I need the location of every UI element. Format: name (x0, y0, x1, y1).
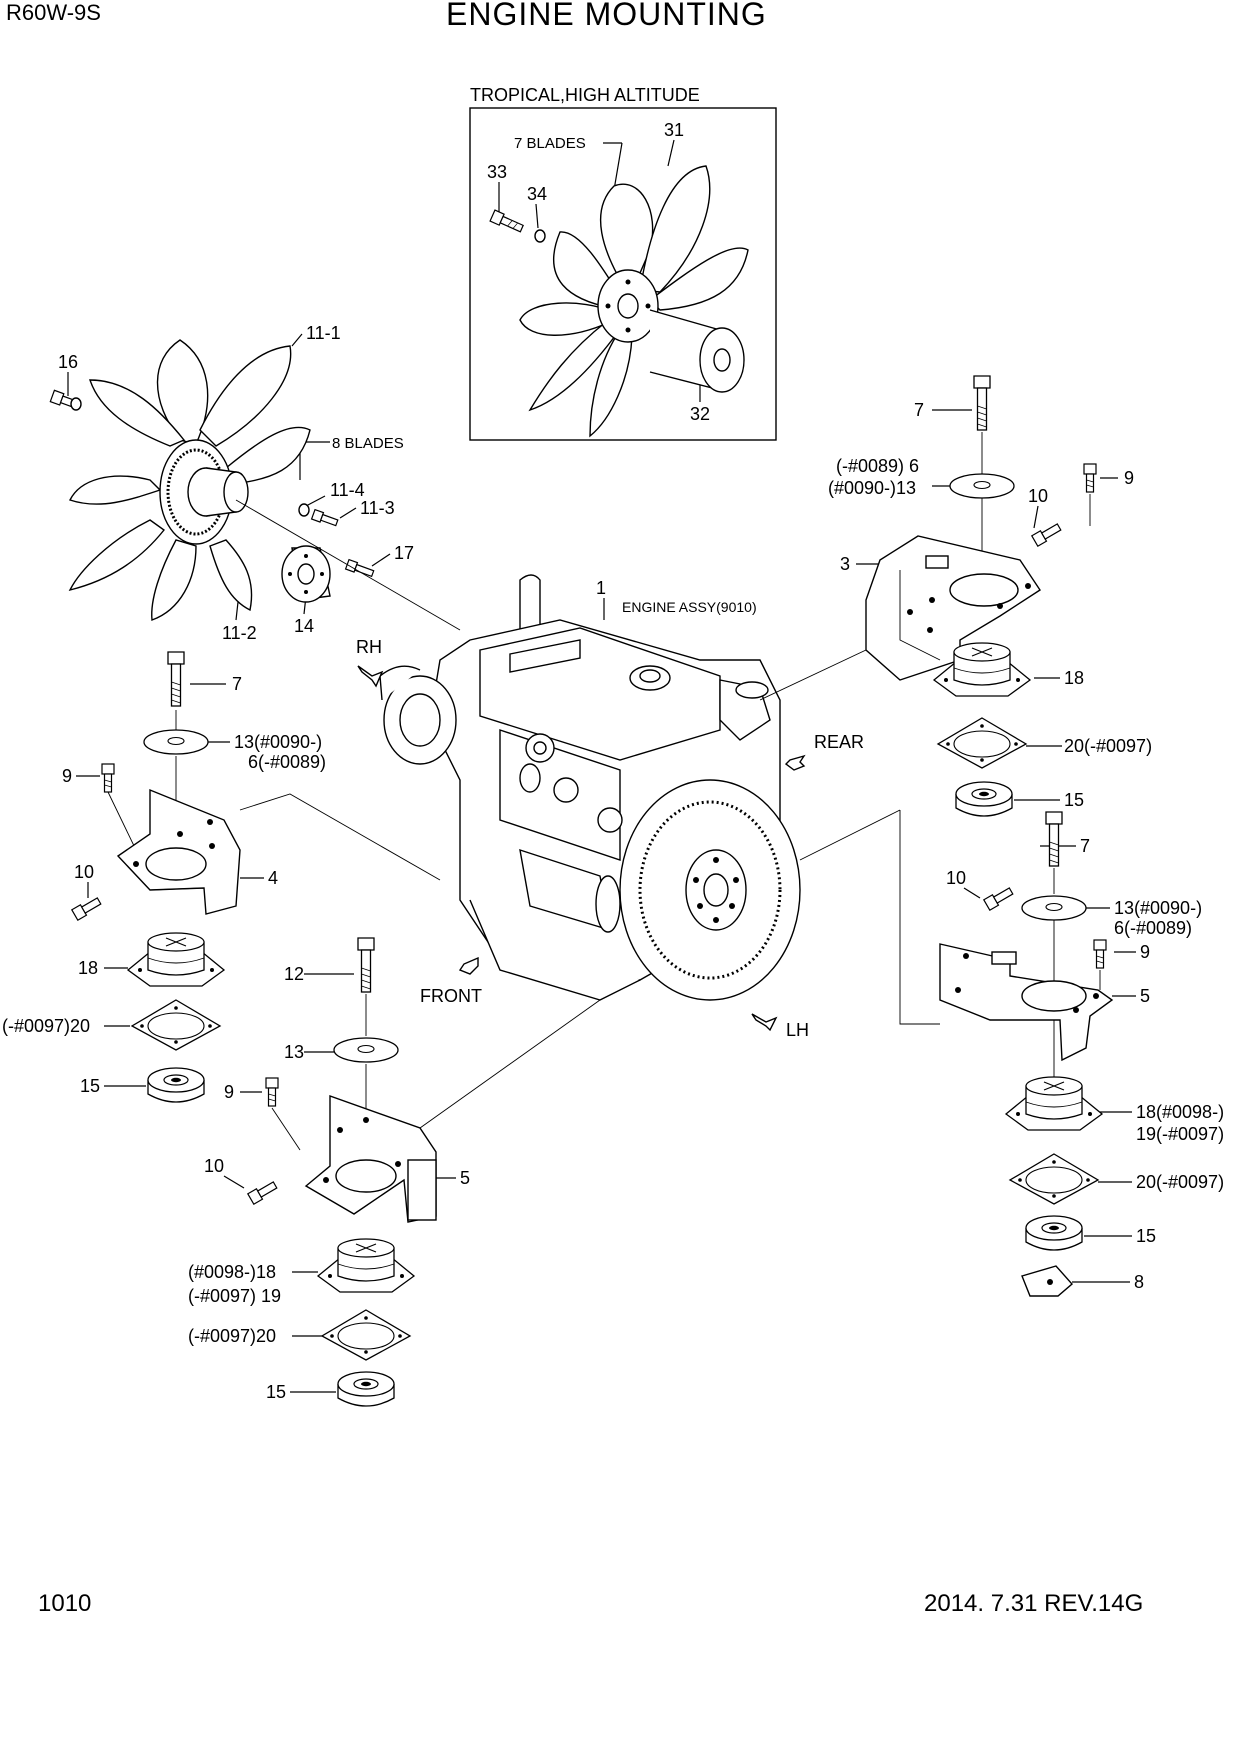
callout-r-9: 9 (1140, 942, 1150, 962)
callout-r-8: 8 (1134, 1272, 1144, 1292)
callout-l-4: 4 (268, 868, 278, 888)
callout-11-1: 11-1 (306, 323, 341, 343)
callout-c-5: 5 (460, 1168, 470, 1188)
engine-assembly: 1 ENGINE ASSY(9010) (379, 574, 801, 1001)
mount-top-right: 7 (-#0089) 6 (#0090-)13 9 10 3 (759, 375, 1152, 817)
callout-33: 33 (487, 162, 507, 182)
mount-right: 7 10 13(#0090-) 6(-#0089) 9 (799, 809, 1224, 1297)
callout-tr-7: 7 (914, 400, 924, 420)
callout-l-10: 10 (74, 862, 94, 882)
dir-front: FRONT (420, 986, 482, 1006)
dir-lh: LH (786, 1020, 809, 1040)
callout-1: 1 (596, 578, 606, 598)
callout-l-15: 15 (80, 1076, 100, 1096)
callout-r-18: 18(#0098-) (1136, 1102, 1224, 1122)
model-code: R60W-9S (6, 0, 101, 25)
callout-c-15: 15 (266, 1382, 286, 1402)
callout-c-9: 9 (224, 1082, 234, 1102)
inset-frame (469, 107, 777, 441)
arrow-lh-icon (751, 1013, 778, 1032)
callout-c-19: (-#0097) 19 (188, 1286, 281, 1306)
callout-l-9: 9 (62, 766, 72, 786)
callout-r-5: 5 (1140, 986, 1150, 1006)
callout-tr-9: 9 (1124, 468, 1134, 488)
dir-rh: RH (356, 637, 382, 657)
note-8-blades: 8 BLADES (332, 435, 404, 452)
callout-r-6: 6(-#0089) (1114, 918, 1192, 938)
callout-c-18: (#0098-)18 (188, 1262, 276, 1282)
callout-14: 14 (294, 616, 314, 636)
inset-title: TROPICAL,HIGH ALTITUDE (470, 85, 700, 105)
callout-tr-10: 10 (1028, 486, 1048, 506)
callout-31: 31 (664, 120, 684, 140)
callout-34: 34 (527, 184, 547, 204)
callout-r-13: 13(#0090-) (1114, 898, 1202, 918)
eight-blade-fan-group: 11-1 16 8 BLADES 11-4 11-3 17 11-2 14 (49, 323, 461, 643)
callout-tr-20: 20(-#0097) (1064, 736, 1152, 756)
callout-c-12: 12 (284, 964, 304, 984)
arrow-front-icon (458, 956, 479, 975)
callout-c-13: 13 (284, 1042, 304, 1062)
arrow-rear-icon (784, 754, 806, 771)
callout-l-6: 6(-#0089) (248, 752, 326, 772)
callout-r-7: 7 (1080, 836, 1090, 856)
mount-left: 7 13(#0090-) 6(-#0089) 9 10 (2, 651, 441, 1103)
seven-blade-fan (519, 165, 749, 438)
callout-tr-13: (#0090-)13 (828, 478, 916, 498)
callout-16: 16 (58, 352, 78, 372)
tropical-inset: TROPICAL,HIGH ALTITUDE 7 BLADES 31 33 34… (469, 85, 777, 441)
revision-date: 2014. 7.31 REV.14G (924, 1590, 1144, 1617)
callout-r-10: 10 (946, 868, 966, 888)
callout-r-19: 19(-#0097) (1136, 1124, 1224, 1144)
callout-r-15: 15 (1136, 1226, 1156, 1246)
callout-tr-3: 3 (840, 554, 850, 574)
callout-c-20: (-#0097)20 (188, 1326, 276, 1346)
callout-32: 32 (690, 404, 710, 424)
callout-tr-6: (-#0089) 6 (836, 456, 919, 476)
callout-l-18: 18 (78, 958, 98, 978)
page-title: ENGINE MOUNTING (446, 0, 767, 32)
inset-washer (534, 229, 546, 243)
callout-c-10: 10 (204, 1156, 224, 1176)
callout-r-20: 20(-#0097) (1136, 1172, 1224, 1192)
dir-rear: REAR (814, 732, 864, 752)
page-number: 1010 (38, 1590, 92, 1617)
callout-l-13: 13(#0090-) (234, 732, 322, 752)
callout-l-20: (-#0097)20 (2, 1016, 90, 1036)
callout-11-3: 11-3 (360, 498, 395, 518)
inset-bolt (489, 209, 524, 233)
mount-center-bottom: 12 13 9 10 5 (188, 937, 601, 1407)
callout-tr-18: 18 (1064, 668, 1084, 688)
callout-l-7: 7 (232, 674, 242, 694)
arrow-rh-icon (357, 665, 384, 688)
callout-11-2: 11-2 (222, 623, 257, 643)
engine-assy-note: ENGINE ASSY(9010) (622, 599, 757, 615)
callout-17: 17 (394, 543, 414, 563)
callout-11-4: 11-4 (330, 480, 365, 500)
callout-tr-15: 15 (1064, 790, 1084, 810)
part-8-plate (1021, 1265, 1073, 1297)
inset-blades-note: 7 BLADES (514, 135, 586, 152)
direction-indicators: RH REAR FRONT LH (356, 637, 864, 1040)
